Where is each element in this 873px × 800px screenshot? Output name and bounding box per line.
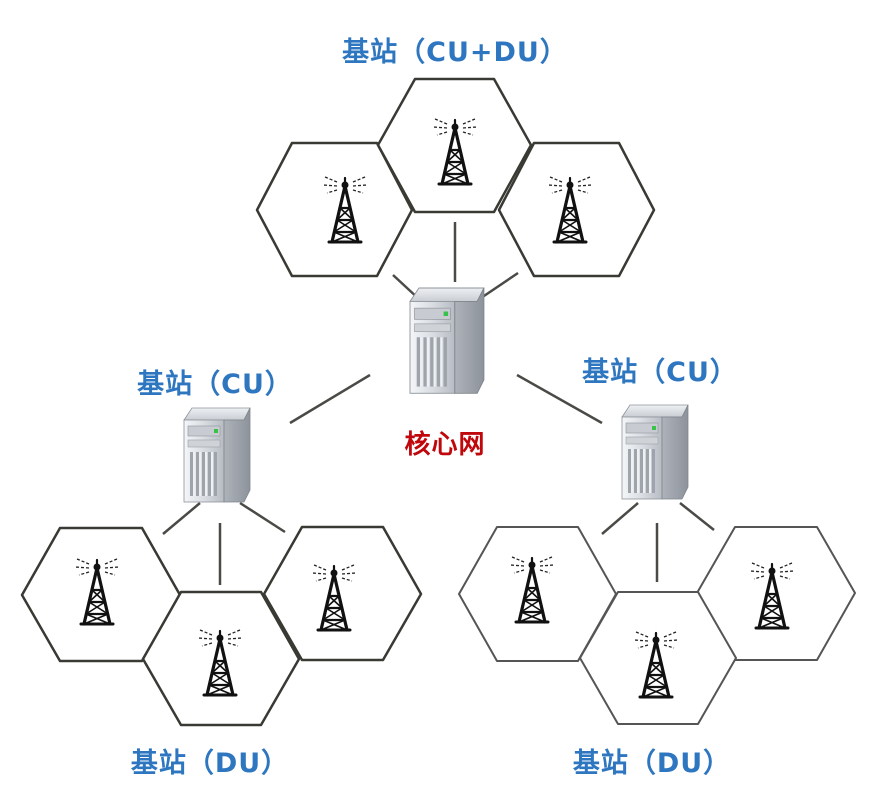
left-cell-right: [262, 525, 423, 662]
right-cu-to-cell-left: [601, 502, 639, 535]
left-cu-to-cell-right: [239, 501, 286, 534]
core-to-top-cell-right: [477, 271, 519, 302]
right-cu-station-label: 基站（CU）: [582, 357, 738, 388]
core-network-label: 核心网: [404, 430, 486, 460]
core-network-server-icon: [409, 287, 485, 394]
top-cell-left: [255, 141, 414, 278]
bottom-left-cluster: [20, 525, 423, 727]
links: [162, 222, 715, 585]
right-cu-server-icon: [621, 404, 689, 500]
core-to-left-cu-link: [289, 373, 371, 425]
left-du-station-label: 基站（DU）: [130, 748, 290, 779]
right-cu-to-cell-right: [679, 502, 715, 531]
top-cell-center: [376, 77, 533, 214]
left-cu-to-cell-left: [162, 502, 201, 535]
core-to-right-cu-link: [516, 373, 603, 425]
top-station-label: 基站（CU+DU）: [342, 37, 568, 68]
left-cu-station-label: 基站（CU）: [137, 369, 293, 400]
left-cu-server-icon: [183, 407, 251, 503]
right-du-station-label: 基站（DU）: [572, 748, 732, 779]
right-cell-center: [579, 591, 737, 725]
left-cell-center: [141, 590, 301, 727]
